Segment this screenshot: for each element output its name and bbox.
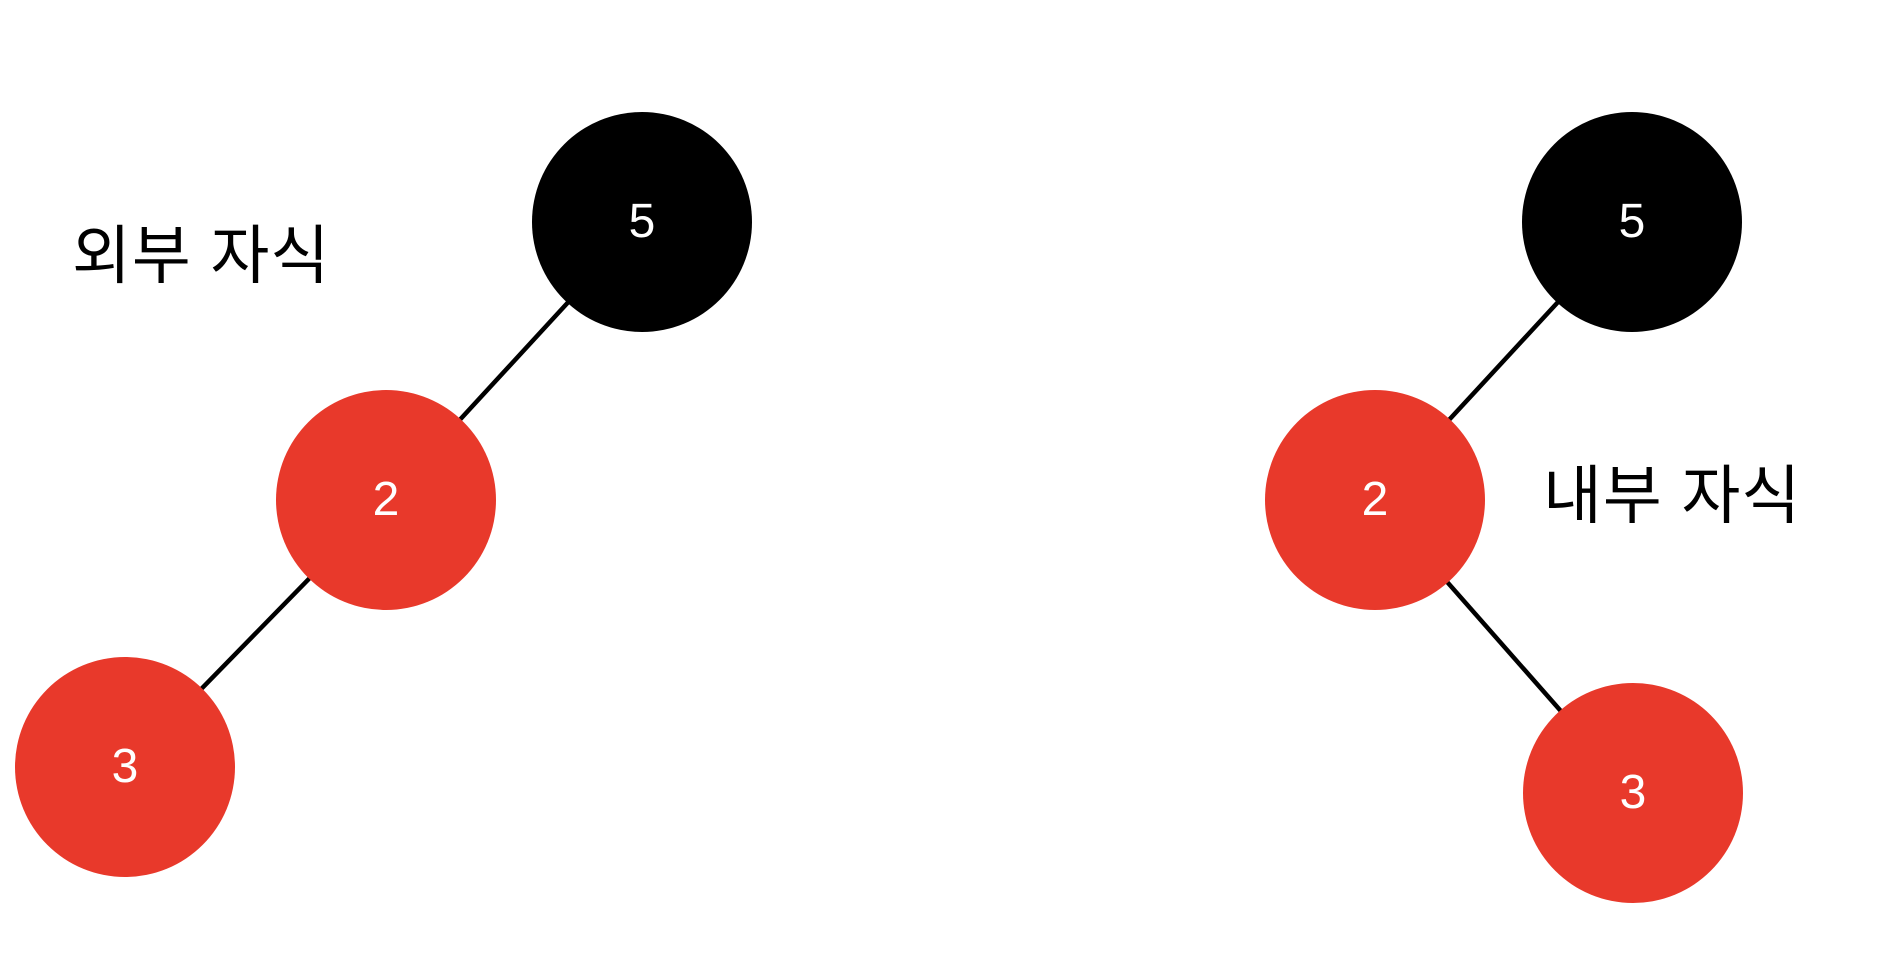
right-tree-root-value: 5 bbox=[1618, 195, 1646, 248]
right-tree-child-node: 2 bbox=[1265, 390, 1485, 610]
left-tree-child-value: 2 bbox=[372, 473, 400, 526]
right-tree-child-value: 2 bbox=[1361, 473, 1389, 526]
left-tree-child-node: 2 bbox=[276, 390, 496, 610]
right-tree-root-node: 5 bbox=[1522, 112, 1742, 332]
right-tree-grandchild-value: 3 bbox=[1619, 766, 1647, 819]
right-tree-caption: 내부 자식 bbox=[1543, 460, 1802, 532]
left-tree-root-value: 5 bbox=[628, 195, 656, 248]
left-tree-caption: 외부 자식 bbox=[72, 220, 331, 292]
left-tree-root-node: 5 bbox=[532, 112, 752, 332]
right-tree-grandchild-node: 3 bbox=[1523, 683, 1743, 903]
left-tree-grandchild-value: 3 bbox=[111, 740, 139, 793]
left-tree-grandchild-node: 3 bbox=[15, 657, 235, 877]
